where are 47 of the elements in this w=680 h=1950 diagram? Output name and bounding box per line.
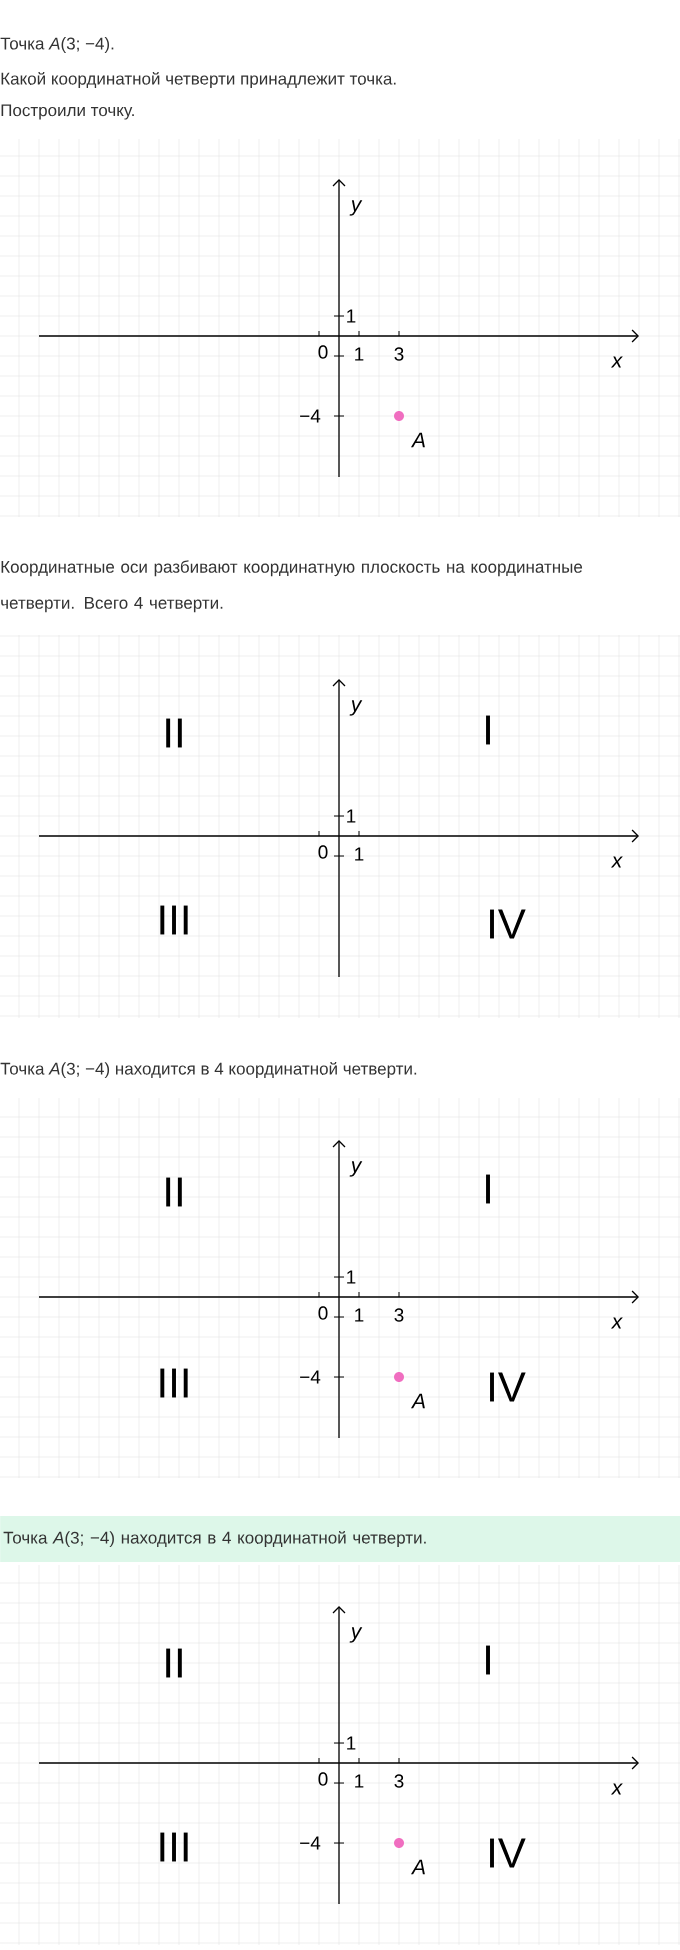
- tick-label: 1: [355, 1308, 364, 1322]
- tick-label: −4: [300, 1836, 321, 1850]
- quadrant-numeral: IV: [490, 909, 526, 939]
- quadrant-numeral: III: [160, 905, 188, 935]
- quadrant-numeral: II: [166, 1648, 182, 1678]
- quadrant-numeral: I: [486, 715, 490, 745]
- tick-label: 1: [355, 1774, 364, 1788]
- point-label: A: [410, 1393, 425, 1409]
- axis-label: y: [349, 700, 363, 716]
- answer-banner: Точка A(3; −4) находится в 4 координатной четверти.: [0, 1516, 680, 1562]
- quadrant-numeral: III: [160, 1832, 188, 1862]
- tick-label: 0: [318, 345, 328, 359]
- tick-label: 3: [394, 1308, 404, 1322]
- tick-label: 0: [318, 1772, 328, 1786]
- quadrant-numeral: I: [486, 1174, 490, 1204]
- axis-label: x: [610, 1317, 623, 1329]
- instruction-text: Координатные оси разбивают координатную плоскость на координатные четверти. Всего 4 четверти.: [1, 560, 583, 613]
- instruction-text: Построили точку.: [1, 104, 134, 120]
- quadrant-numeral: IV: [490, 1838, 526, 1868]
- axis-label: x: [610, 356, 623, 368]
- tick-label: 1: [347, 809, 356, 823]
- instruction-text: Какой координатной четверти принадлежит точка.: [1, 71, 396, 89]
- point-label: A: [410, 1859, 425, 1875]
- quadrant-numeral: III: [160, 1368, 188, 1398]
- tick-label: 3: [394, 1774, 404, 1788]
- axis-label: x: [610, 856, 623, 868]
- axis-label: x: [610, 1783, 623, 1795]
- axis-label: y: [349, 1161, 363, 1177]
- tick-label: −4: [300, 409, 321, 423]
- point-label: A: [410, 432, 425, 448]
- quadrant-numeral: II: [166, 718, 182, 748]
- tick-label: 1: [355, 347, 364, 361]
- tick-label: 1: [347, 309, 356, 323]
- instruction-text: Точка A(3; −4) находится в 4 координатной четверти.: [0, 1061, 417, 1079]
- tick-label: 3: [394, 347, 404, 361]
- quadrant-numeral: I: [486, 1645, 490, 1675]
- quadrant-numeral: IV: [490, 1372, 526, 1402]
- tick-label: 1: [355, 847, 364, 861]
- axis-label: y: [349, 200, 363, 216]
- axis-label: y: [349, 1627, 363, 1643]
- quadrant-numeral: II: [166, 1177, 182, 1207]
- instruction-text: Точка A(3; −4).: [0, 37, 114, 53]
- tick-label: 0: [318, 845, 328, 859]
- tick-label: 1: [347, 1736, 356, 1750]
- tick-label: −4: [300, 1370, 321, 1384]
- tick-label: 0: [318, 1306, 328, 1320]
- tick-label: 1: [347, 1270, 356, 1284]
